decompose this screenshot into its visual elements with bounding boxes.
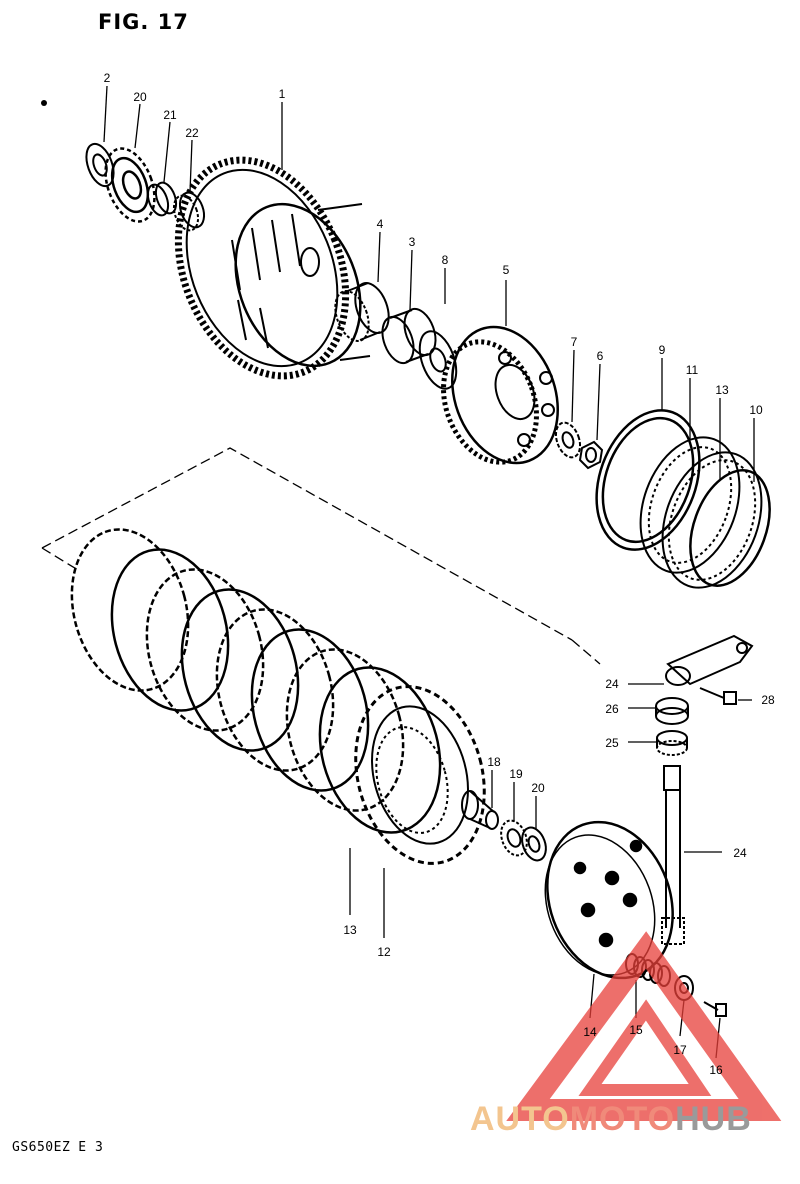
part-bolt-28 xyxy=(699,687,737,705)
part-clutch-cover-14 xyxy=(544,820,674,980)
callout-9: 9 xyxy=(658,343,666,357)
leader-lines xyxy=(103,85,755,1059)
part-plate-11 xyxy=(639,436,741,574)
callout-26: 25 xyxy=(605,736,619,750)
part-lock-washer-7 xyxy=(554,421,582,459)
model-code: GS650EZ E 3 xyxy=(12,1140,103,1155)
part-clutch-housing-1 xyxy=(174,156,371,380)
callout-24: 24 xyxy=(733,846,747,860)
callout-7: 7 xyxy=(570,335,578,349)
callout-8: 8 xyxy=(441,253,449,267)
part-ring-9 xyxy=(595,409,701,551)
callout-6: 6 xyxy=(596,349,604,363)
watermark-logo-triangle xyxy=(506,931,782,1121)
part-thrust-washer-8 xyxy=(418,330,458,390)
callout-15: 15 xyxy=(629,1023,643,1037)
part-push-piece-18 xyxy=(461,790,499,830)
callout-19: 19 xyxy=(509,767,523,781)
callout-2: 2 xyxy=(103,71,111,85)
callout-22: 21 xyxy=(163,108,177,122)
part-bearing-19 xyxy=(500,819,528,857)
callout-3: 3 xyxy=(408,235,416,249)
callout-1: 1 xyxy=(278,87,286,101)
callout-11: 11 xyxy=(685,363,699,377)
watermark-logo-text: AUTOMOTOHUB xyxy=(470,1100,752,1139)
callout-13-lower: 13 xyxy=(343,923,357,937)
bullet-dot xyxy=(41,100,47,106)
part-sprocket-21 xyxy=(104,147,156,223)
part-bearing-26 xyxy=(656,730,688,756)
callout-13-upper: 13 xyxy=(715,383,729,397)
callout-5: 5 xyxy=(502,263,510,277)
callout-28: 28 xyxy=(761,693,775,707)
watermark-moto: MOTO xyxy=(569,1100,676,1138)
callout-18: 18 xyxy=(487,755,501,769)
part-oil-seal-27 xyxy=(655,697,689,725)
part-washer-20 xyxy=(521,826,547,862)
part-screw-16 xyxy=(703,1001,727,1017)
part-spacer-3 xyxy=(381,307,437,365)
part-wire-ring-10 xyxy=(689,469,771,587)
callout-21: 20 xyxy=(133,90,147,104)
part-bushing-22 xyxy=(146,181,178,217)
callout-17: 17 xyxy=(673,1043,687,1057)
callout-25: 24 xyxy=(605,677,619,691)
part-washer-2 xyxy=(85,142,115,188)
watermark-hub: HUB xyxy=(675,1100,752,1138)
callout-12: 12 xyxy=(377,945,391,959)
part-plate-stack-12-13 xyxy=(70,528,486,865)
part-bearing-4 xyxy=(334,282,390,342)
watermark-auto: AUTO xyxy=(470,1100,570,1138)
model-code-main: GS650EZ xyxy=(12,1140,71,1155)
callout-10: 10 xyxy=(749,403,763,417)
part-sleeve-hub-5 xyxy=(441,325,559,465)
callout-27: 26 xyxy=(605,702,619,716)
callout-23: 22 xyxy=(185,126,199,140)
part-nut-6 xyxy=(578,440,604,470)
callout-14: 14 xyxy=(583,1025,597,1039)
part-release-arm-25 xyxy=(665,634,754,686)
callout-20: 20 xyxy=(531,781,545,795)
figure-title: FIG. 17 xyxy=(98,10,189,34)
part-plate-13-upper xyxy=(661,451,763,589)
plate-stack-outline xyxy=(41,447,601,665)
model-code-suffix: E 3 xyxy=(78,1140,104,1155)
callout-16: 16 xyxy=(709,1063,723,1077)
callout-4: 4 xyxy=(376,217,384,231)
